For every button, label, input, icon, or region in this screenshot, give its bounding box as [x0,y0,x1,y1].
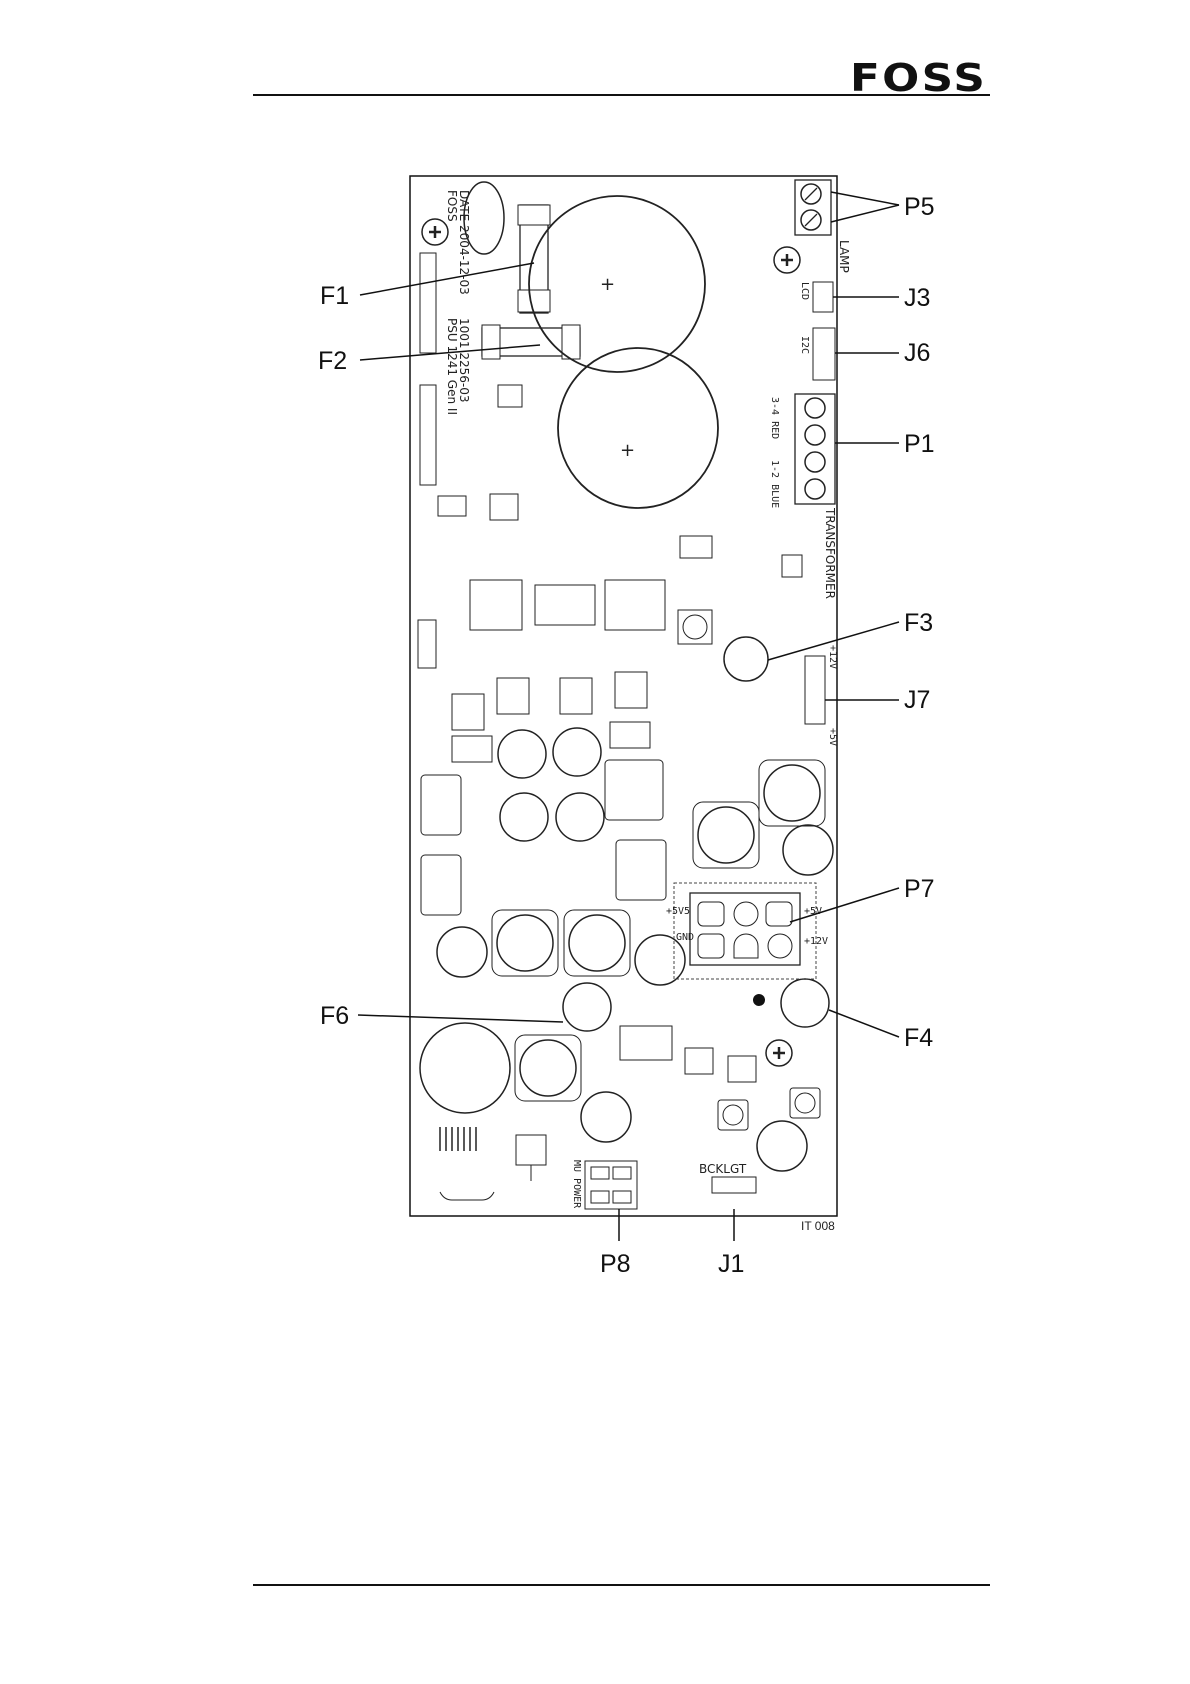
lcd-label-group: LCD [799,282,810,300]
i2c-label-group: I2C [799,336,810,354]
label-plus5v: +5V [827,728,838,746]
mu-power-label-group: MU POWER [571,1160,582,1209]
label-i2c: I2C [799,336,810,354]
transformer-label-group: TRANSFORMER [823,507,837,599]
fuse-f1-cap-bottom [518,290,550,312]
label-mu-power: MU POWER [571,1160,582,1209]
leader-p5-b [831,205,899,222]
callout-f6: F6 [320,1002,349,1030]
label-gnd-p7: GND [676,932,694,943]
silk-part-group: PSU 1241 Gen II 1001 2256-03 [445,318,471,415]
callout-p7: P7 [904,875,935,903]
lamp-label-group: LAMP [837,240,851,273]
label-bcklgt: BCKLGT [699,1162,747,1176]
plus-sign-c4: + [620,440,635,461]
label-transformer: TRANSFORMER [823,507,837,599]
label-plus5v5: +5V5 [666,906,690,917]
heatsink-fins [440,1127,476,1151]
callout-p5: P5 [904,193,935,221]
callout-f2: F2 [318,347,347,375]
label-red: 3-4 RED [769,397,780,439]
callout-j7: J7 [904,686,930,714]
plus12v-label-group: +12V [827,645,838,669]
callout-j6: J6 [904,339,930,367]
red-label-group: 3-4 RED [769,397,780,439]
fuse-f1-cap-top [518,205,550,225]
silk-part: PSU 1241 Gen II [445,318,459,415]
silk-number: 1001 2256-03 [457,318,471,403]
label-plus12v: +12V [827,645,838,669]
plus-sign-c3: + [600,274,615,295]
callout-p8: P8 [600,1250,631,1278]
label-blue: 1-2 BLUE [769,460,780,508]
callout-f1: F1 [320,282,349,310]
figure-ref-code: IT 008 [801,1219,835,1233]
blue-label-group: 1-2 BLUE [769,460,780,508]
callout-f4: F4 [904,1024,933,1052]
callout-j3: J3 [904,284,930,312]
label-lamp: LAMP [837,240,851,273]
test-point-tp1-icon [753,994,765,1006]
label-plus12v-p7: +12V [804,936,828,947]
callout-j1: J1 [718,1250,744,1278]
callout-f3: F3 [904,609,933,637]
callout-p1: P1 [904,430,935,458]
fuse-f2-cap-left [482,325,500,359]
plus5v-label-group: +5V [827,728,838,746]
label-lcd: LCD [799,282,810,300]
leader-p5-a [831,192,899,205]
silk-maker: FOSS [445,190,459,222]
leader-f4 [829,1010,899,1037]
